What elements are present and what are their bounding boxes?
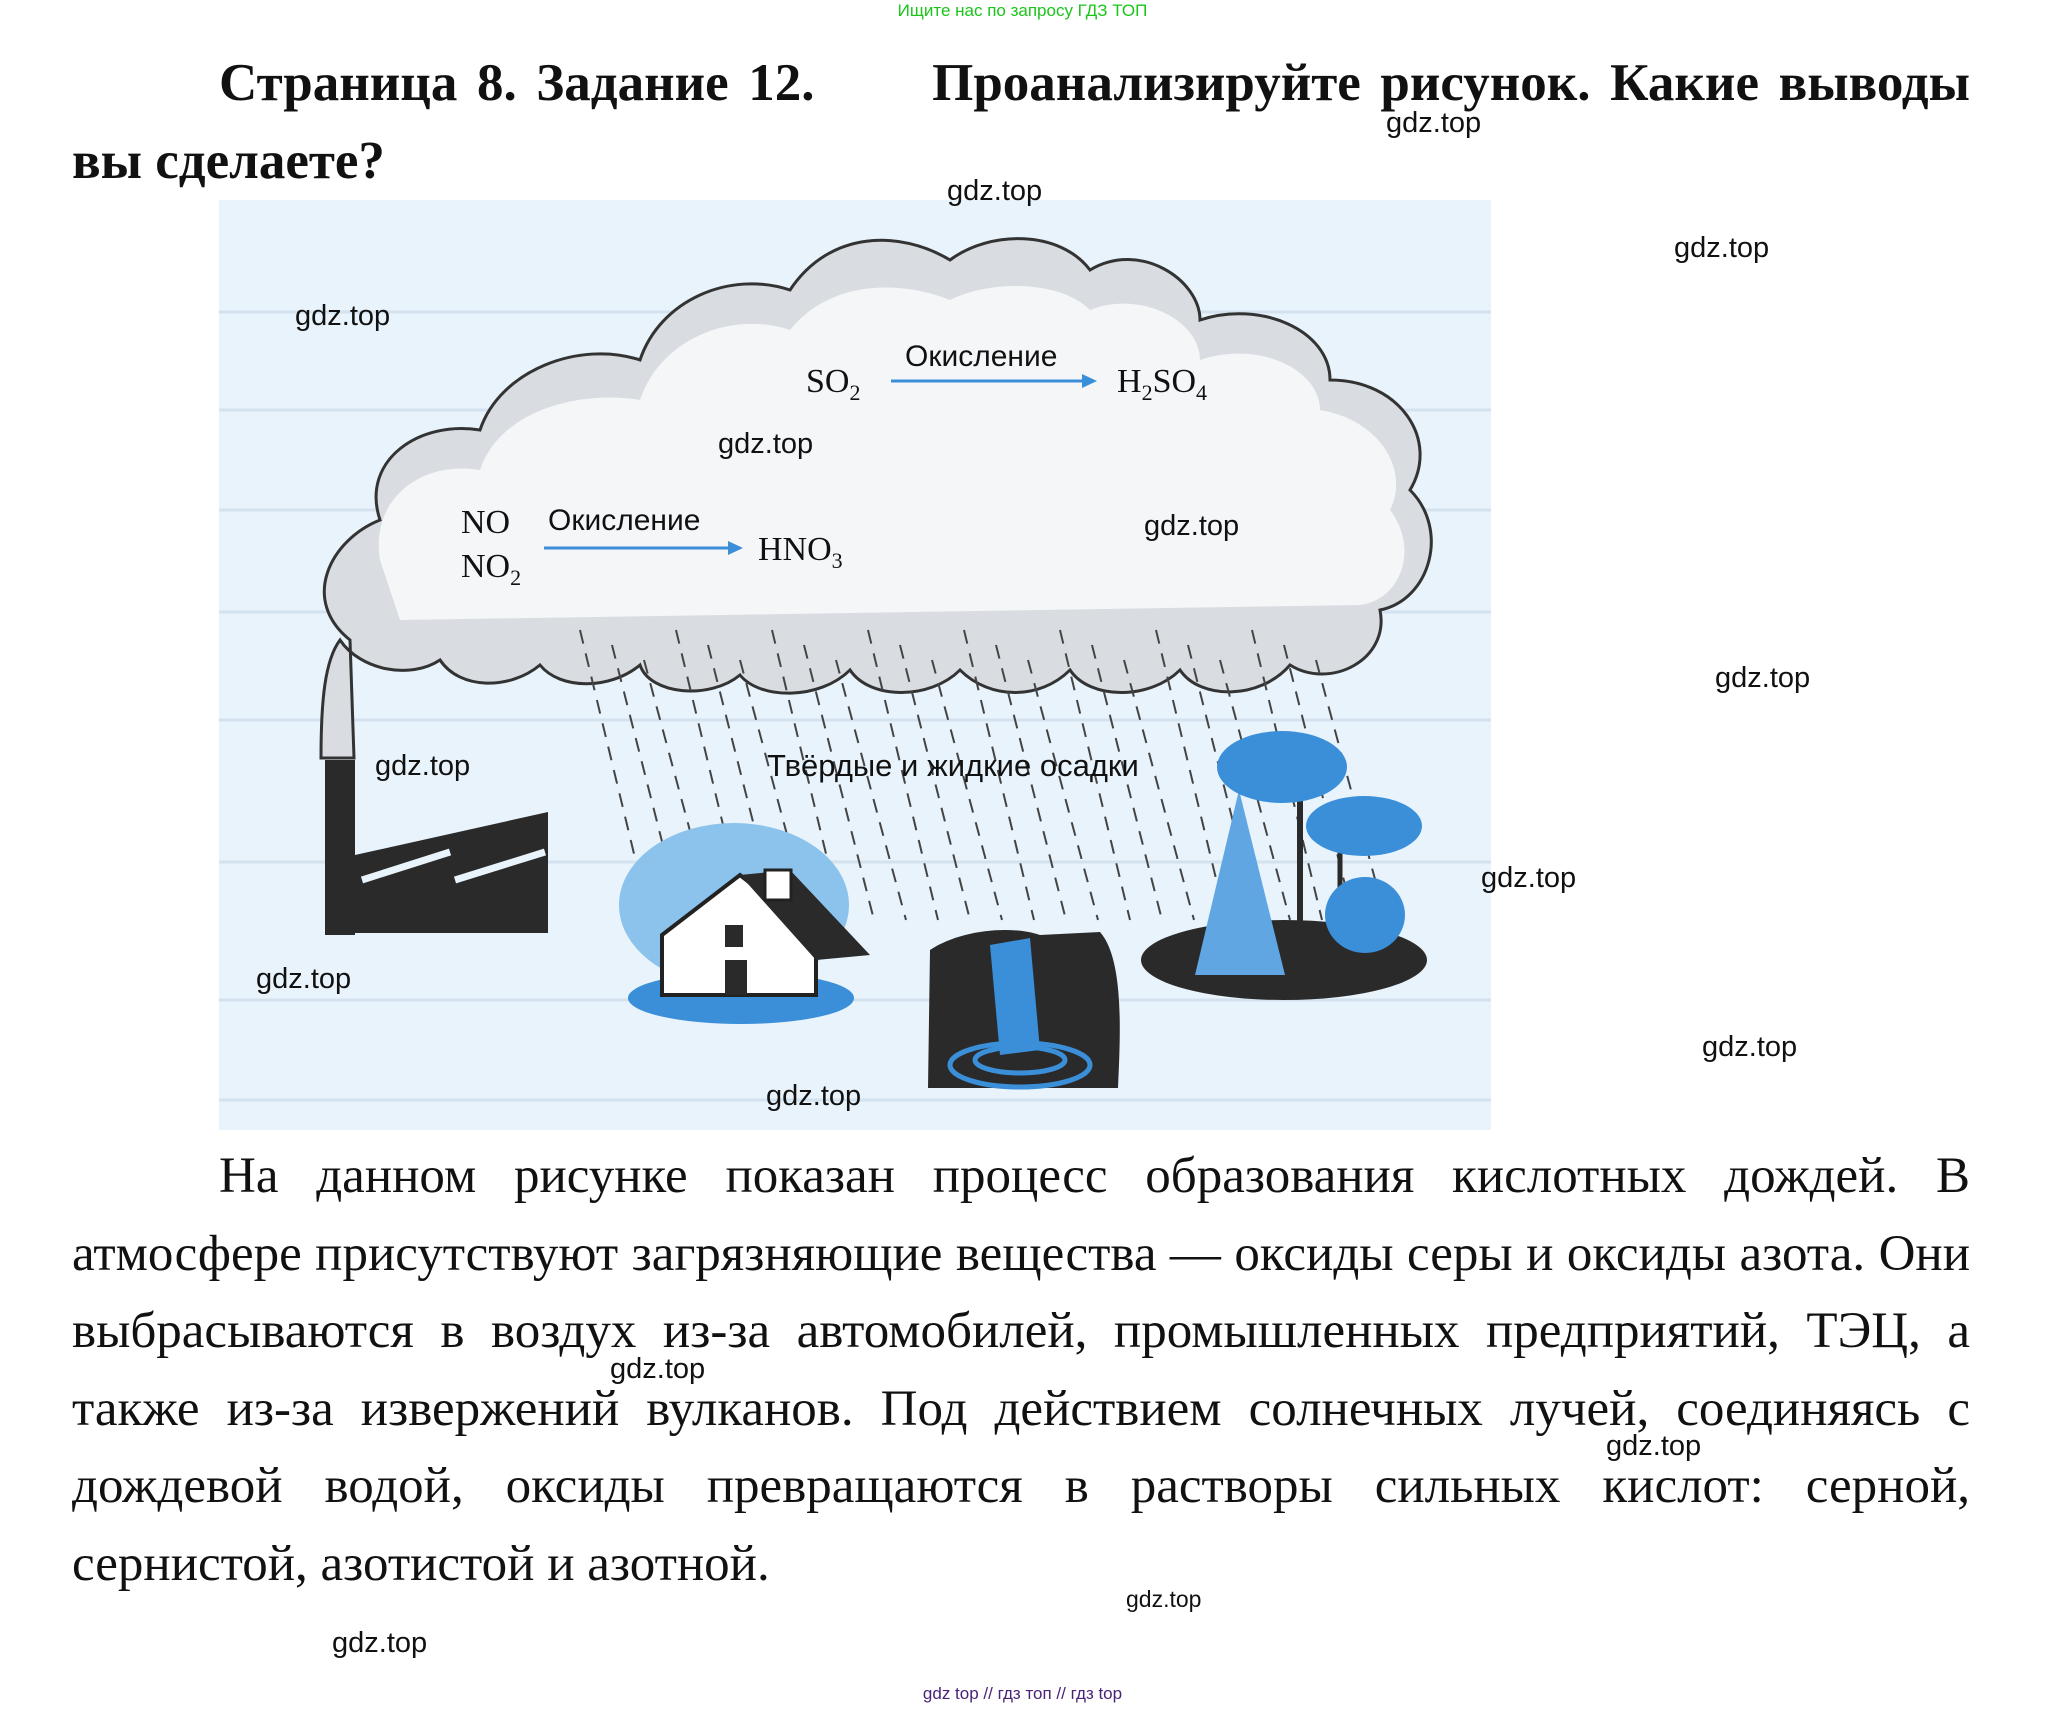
oxidation-label: Окисление — [548, 504, 700, 537]
watermark: gdz.top — [375, 750, 471, 782]
waterfall-icon — [928, 930, 1120, 1090]
sulfur-reaction: SO2 Окисление H2SO4 — [806, 340, 1207, 405]
h2so4-formula: H2SO4 — [1117, 363, 1207, 405]
forest-icon — [1141, 731, 1427, 1000]
oxidation-label: Окисление — [905, 340, 1057, 373]
watermark: gdz.top — [718, 428, 814, 460]
watermark: gdz.top — [610, 1353, 706, 1385]
task-question: Проанализируйте рисунок. Какие выводы вы… — [72, 54, 1971, 190]
watermark: gdz.top — [1386, 107, 1482, 139]
cloud — [319, 237, 1433, 760]
hno3-formula: HNO3 — [758, 531, 843, 573]
search-banner[interactable]: Ищите нас по запросу ГДЗ ТОП — [897, 1, 1148, 20]
rain-streak — [963, 629, 1035, 921]
factory-icon — [325, 760, 548, 935]
watermark: gdz.top — [1481, 862, 1577, 894]
nitrogen-reaction: NO NO2 Окисление HNO3 — [461, 504, 843, 590]
rain-streak — [1123, 659, 1195, 921]
arrow-head-icon — [1082, 374, 1097, 388]
watermark: gdz.top — [256, 963, 352, 995]
watermark: gdz.top — [332, 1627, 428, 1659]
watermark: gdz.top — [1606, 1430, 1702, 1462]
rain-streak — [1219, 659, 1291, 921]
task-title: Страница 8. Задание 12. Проанализируйте … — [72, 44, 1970, 200]
rain-streak — [1027, 659, 1099, 921]
no-formula: NO — [461, 504, 510, 541]
no2-formula: NO2 — [461, 548, 521, 590]
rain-streak — [1315, 659, 1387, 921]
watermark: gdz.top — [1144, 510, 1240, 542]
footer-links[interactable]: gdz top // гдз топ // гдз top — [922, 1684, 1123, 1703]
rain-streak — [1155, 629, 1227, 921]
flooded-house-icon — [619, 823, 870, 1024]
rain-streak — [835, 659, 907, 921]
task-heading: Страница 8. Задание 12. — [219, 54, 815, 112]
rain-streak — [867, 629, 939, 921]
watermark: gdz.top — [1126, 1586, 1202, 1612]
watermark: gdz.top — [947, 175, 1043, 207]
watermark: gdz.top — [295, 300, 391, 332]
watermark: gdz.top — [1702, 1031, 1798, 1063]
watermark: gdz.top — [1674, 232, 1770, 264]
arrow-head-icon — [728, 541, 743, 555]
so2-formula: SO2 — [806, 363, 860, 405]
rain-streak — [931, 659, 1003, 921]
watermark: gdz.top — [1715, 662, 1811, 694]
watermark: gdz.top — [766, 1080, 862, 1112]
answer-text: На данном рисунке показан процесс образо… — [72, 1148, 1970, 1592]
rain-streak — [1059, 629, 1131, 921]
precipitation-label: Твёрдые и жидкие осадки — [767, 748, 1139, 783]
